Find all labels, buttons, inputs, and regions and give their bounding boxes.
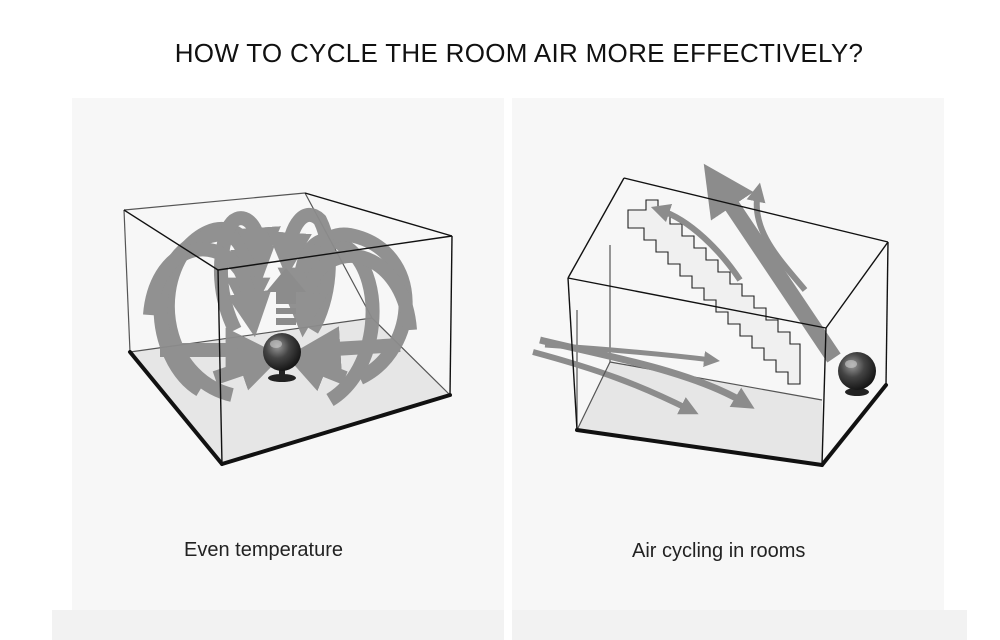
right-caption: Air cycling in rooms: [632, 540, 806, 562]
room-even-airflow-illustration: [123, 192, 453, 466]
airflow-arrows-right: [532, 163, 841, 415]
left-caption: Even temperature: [184, 539, 343, 561]
center-up-arrow: [266, 268, 306, 325]
page-title: HOW TO CYCLE THE ROOM AIR MORE EFFECTIVE…: [174, 38, 864, 68]
right-bottom-strip: [512, 610, 967, 640]
fan-device-right: [838, 352, 876, 396]
left-bottom-strip: [52, 610, 504, 640]
room-box-front-edges: [123, 192, 453, 465]
airflow-arrows: [143, 208, 417, 406]
room-stair-airflow-illustration: [532, 163, 889, 467]
room-box-front-edges-right: [567, 177, 889, 466]
fan-device: [263, 333, 301, 382]
room-box-base-right: [575, 383, 888, 467]
staircase: [627, 199, 801, 385]
room-box-base: [128, 350, 452, 466]
